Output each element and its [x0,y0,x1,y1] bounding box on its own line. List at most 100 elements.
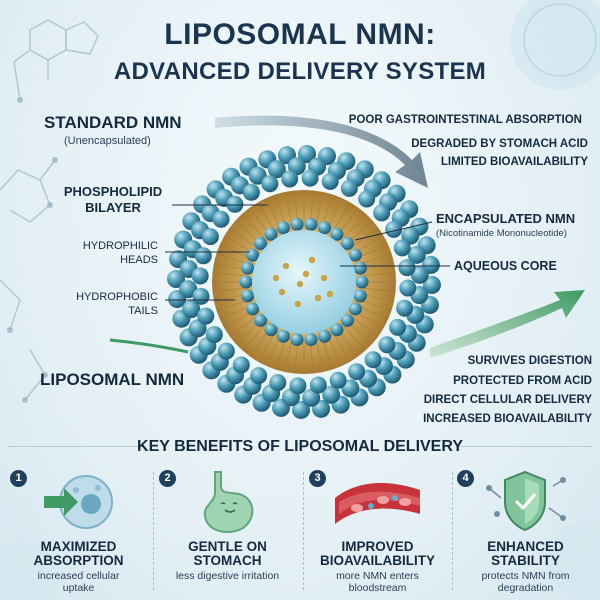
lipid-head-bead [289,377,307,395]
lipid-tail-line [315,340,324,373]
lipid-tail-line [348,220,373,243]
lipid-head-bead [385,220,403,238]
lipid-tail-line [338,330,359,357]
lipid-tail-line [275,194,286,226]
lipid-head-bead [254,313,268,327]
lipid-tail-line [343,326,366,351]
lipid-head-bead [267,160,286,179]
lipid-tail-line [266,197,281,228]
blood-vessel-icon [335,483,420,524]
nmn-molecule [282,262,290,270]
lipid-head-bead [353,289,367,303]
benefit-desc: increased cellular uptake [6,570,151,594]
benefit-desc-line1: less digestive irritation [175,570,280,582]
lipid-head-bead [192,287,210,305]
lipid-head-bead [182,300,201,319]
heads-label: HYDROPHILIC HEADS [70,239,158,267]
lipid-head-bead [393,239,411,257]
lipid-head-bead [217,342,235,360]
core-label: AQUEOUS CORE [454,259,557,273]
bilayer-label: PHOSPHOLIPID BILAYER [50,184,176,216]
lipid-tail-line [224,235,253,253]
lipid-head-bead [318,221,332,235]
benefit-desc: less digestive irritation [155,570,300,582]
lipid-head-bead [301,169,319,187]
page-title: LIPOSOMAL NMN: [164,18,436,51]
lipid-tail-line [224,311,253,329]
lipid-tail-line [360,253,392,264]
lipid-head-bead [261,175,279,193]
standard-nmn-sublabel: (Unencapsulated) [64,135,151,147]
nmn-molecule [326,290,334,298]
lipid-head-bead [290,217,304,231]
benefit-title: GENTLE ON STOMACH [155,540,300,568]
benefit-card-stability: 4 ENHANCED STABILITY protects NMN from d… [453,468,598,596]
standard-arrow-icon [215,115,428,188]
benefit-title-line2: BIOAVAILABILITY [320,553,435,568]
lipid-tail-line [216,253,248,264]
benefit-desc-line1: protects NMN from [481,570,570,582]
shield-molecule-icon [486,470,566,532]
lipid-head-bead [378,336,396,354]
lipid-tail-line [309,341,315,374]
liposomal-nmn-label: LIPOSOMAL NMN [40,370,185,389]
benefit-desc-line2: degradation [497,582,554,594]
lipid-head-bead [340,237,354,251]
benefit-number: 2 [159,470,176,487]
bilayer-label-line2: BILAYER [85,200,141,215]
lipid-head-bead [322,385,341,404]
lipid-tail-line [284,340,293,373]
benefit-title: ENHANCED STABILITY [453,540,598,568]
tails-label-line1: HYDROPHOBIC [76,291,158,303]
lipid-head-bead [242,183,260,201]
lipid-tail-line [322,338,333,370]
encapsulated-sublabel: (Nicotinamide Mononucleotide) [436,228,567,239]
divider-left [8,446,143,447]
benefit-acid: PROTECTED FROM ACID [453,375,592,387]
bilayer-label-line1: PHOSPHOLIPID [63,184,163,199]
lipid-head-bead [396,299,414,317]
lipid-head-bead [241,289,255,303]
lipid-head-bead [373,204,391,222]
lipid-tail-line [322,194,333,226]
nmn-molecule [302,270,310,278]
lipid-tail-line [309,190,315,223]
benefit-title-line2: ABSORPTION [33,553,124,568]
lipid-head-bead [389,318,407,336]
lipid-head-bead [302,388,321,407]
lipid-head-bead [422,275,441,294]
lipid-head-bead [399,279,417,297]
benefit-number: 4 [457,470,474,487]
lipid-tail-line [362,293,395,302]
benefit-digestion: SURVIVES DIGESTION [467,355,592,367]
tails-label: HYDROPHOBIC TAILS [60,290,158,318]
benefit-card-absorption: 1 MAXIMIZED ABSORPTION increased cellula… [6,468,151,596]
lipid-tail-line [213,262,246,271]
benefit-title-line1: ENHANCED [487,539,564,554]
lipid-head-bead [287,157,306,176]
card-separator [303,472,305,590]
lipid-head-bead [410,265,429,284]
nmn-molecule [294,300,302,308]
lipid-head-bead [304,333,318,347]
lipid-tail-line [327,197,342,228]
benefit-number: 1 [10,470,27,487]
lipid-tail-line [235,321,260,344]
issue-absorption: POOR GASTROINTESTINAL ABSORPTION [348,114,582,126]
lipid-head-bead [191,267,209,285]
lipid-tail-line [229,316,256,337]
benefit-desc-line1: more NMN enters [336,570,419,582]
benefit-number: 3 [309,470,326,487]
issue-acid: DEGRADED BY STOMACH ACID [411,138,588,150]
liposomal-arrow-icon [430,290,585,358]
aqueous-core [252,230,356,334]
lipid-head-bead [329,371,347,389]
lipid-head-bead [358,190,376,208]
lipid-tail-line [249,330,270,357]
lipid-head-bead [264,323,278,337]
lipid-tail-line [358,244,389,259]
benefit-desc-line2: uptake [62,582,95,594]
encapsulated-label: ENCAPSULATED NMN [436,211,576,226]
lipid-tail-line [257,202,275,231]
